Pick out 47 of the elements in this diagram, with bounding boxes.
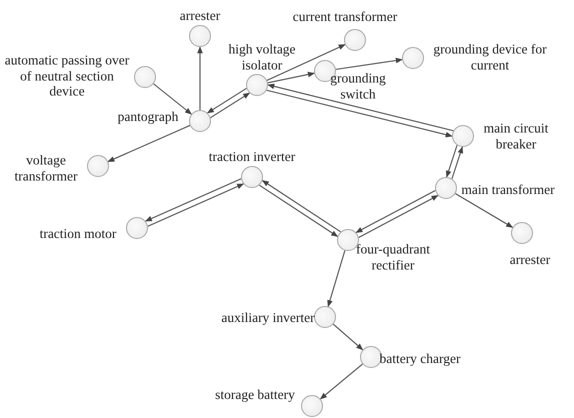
arrow <box>320 364 363 400</box>
node-label: current transformer <box>292 9 398 25</box>
arrow <box>451 146 464 179</box>
node-label: storage battery <box>215 387 295 403</box>
arrow <box>336 58 403 70</box>
node-circle <box>126 217 148 239</box>
node-circle <box>435 177 457 199</box>
arrow <box>153 83 192 115</box>
node-circle <box>344 29 366 51</box>
node-label: traction motor <box>40 226 116 242</box>
arrow <box>267 84 454 132</box>
node-label: high voltage isolator <box>227 41 297 73</box>
node-label: arrester <box>510 252 550 268</box>
node-circle <box>134 66 156 88</box>
node-label: battery charger <box>379 351 461 367</box>
node-label: automatic passing over of neutral section device <box>4 52 130 100</box>
arrow <box>107 124 190 162</box>
arrow <box>197 46 203 110</box>
node-label: main transformer <box>461 182 555 198</box>
node-circle <box>189 110 211 132</box>
node-circle <box>246 74 268 96</box>
node-label: pantograph <box>118 109 178 125</box>
node-label: grounding switch <box>329 70 387 102</box>
node-circle <box>241 166 263 188</box>
node-circle <box>402 47 424 69</box>
node-label: traction inverter <box>208 149 296 165</box>
arrow <box>327 250 346 308</box>
node-circle <box>87 155 109 177</box>
arrow <box>206 88 247 114</box>
arrow <box>210 92 250 118</box>
node-label: grounding device for current <box>432 41 548 73</box>
arrow <box>268 72 315 84</box>
arrow <box>332 324 364 350</box>
node-circle <box>314 306 336 328</box>
node-circle <box>511 222 533 244</box>
arrow <box>455 193 514 228</box>
node-label: four-quadrant rectifier <box>355 241 431 273</box>
arrow <box>266 44 346 81</box>
arrow <box>266 90 453 138</box>
node-label: arrester <box>180 8 220 24</box>
node-circle <box>189 25 211 47</box>
node-label: voltage transformer <box>14 152 78 184</box>
arrow <box>446 145 458 178</box>
node-label: main circuit breaker <box>482 120 550 152</box>
node-label: auxiliary inverter <box>221 310 315 326</box>
node-circle <box>452 125 474 147</box>
node-circle <box>301 395 323 417</box>
